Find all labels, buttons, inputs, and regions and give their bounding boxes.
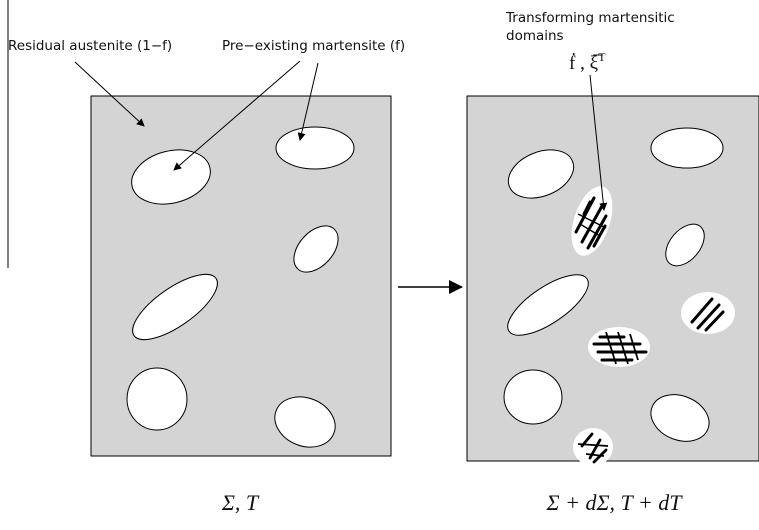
- martensite-inclusion: [126, 367, 188, 431]
- martensite-inclusion: [503, 369, 563, 425]
- right-caption: Σ + dΣ, T + dT: [546, 490, 684, 515]
- left-panel: [90, 95, 392, 457]
- austenite-pointer-arrow: [74, 61, 145, 127]
- martensite-inclusion: [665, 223, 705, 267]
- martensite-pointer-arrow-1: [173, 60, 301, 171]
- martensite-inclusion: [131, 149, 211, 205]
- residual-austenite-label: Residual austenite (1−f): [8, 38, 172, 54]
- transforming-domain: [681, 292, 735, 334]
- transforming-domain: [588, 327, 650, 367]
- transforming-domain: [573, 428, 613, 466]
- right-panel: [466, 95, 759, 466]
- martensite-pointer-arrow-2: [297, 62, 319, 141]
- pre-existing-martensite-label: Pre−existing martensite (f): [222, 38, 405, 54]
- transforming-label-line1: Transforming martensitic: [505, 10, 675, 26]
- left-caption: Σ, T: [221, 490, 260, 515]
- martensite-inclusion: [507, 149, 575, 199]
- martensite-inclusion: [650, 127, 724, 169]
- transforming-label-line2: domains: [506, 28, 564, 44]
- domain-pointer-arrow: [589, 74, 608, 211]
- martensite-inclusion: [274, 396, 336, 448]
- martensite-inclusion: [507, 274, 589, 336]
- transformation-rate-symbols: ḟ , ξ̅T: [569, 50, 606, 74]
- martensite-inclusion: [650, 394, 710, 442]
- martensite-inclusion: [293, 225, 339, 273]
- martensite-inclusion: [132, 273, 218, 341]
- martensite-inclusion: [275, 126, 355, 170]
